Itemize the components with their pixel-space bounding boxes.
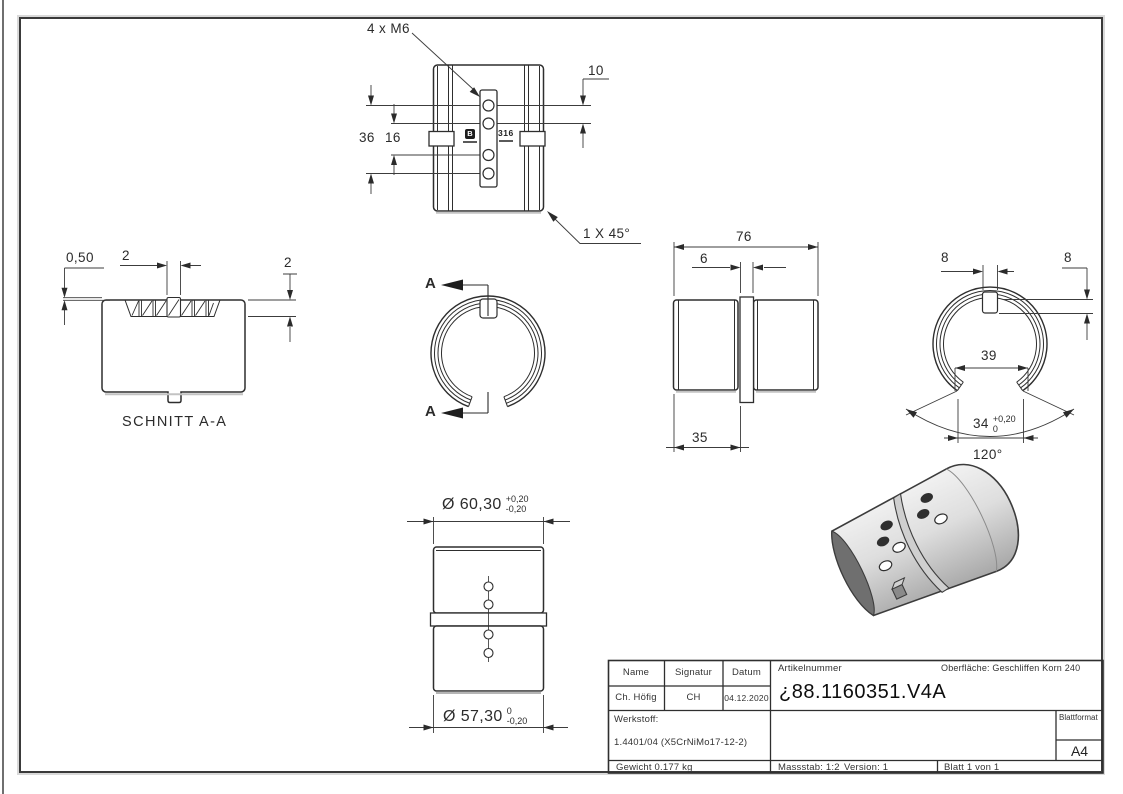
- tol-upper: 0: [506, 706, 512, 716]
- window-edge-line: [2, 0, 4, 794]
- side-view: [666, 242, 819, 452]
- ring-dims-view: [905, 265, 1093, 443]
- dim-rib-width: 6: [700, 251, 708, 266]
- steel-grade-mark: 316: [498, 127, 514, 142]
- dim-outer-diameter-value: Ø 60,30: [442, 496, 502, 513]
- dim-opening-angle: 120°: [973, 447, 1003, 462]
- titleblock-article-label: Artikelnummer: [778, 663, 842, 674]
- dim-hole-pitch: 10: [588, 63, 604, 78]
- titleblock-format-value: A4: [1070, 743, 1089, 759]
- titleblock-material: 1.4401/04 (X5CrNiMo17-12-2): [614, 737, 748, 748]
- titleblock-article-number: ¿88.1160351.V4A: [779, 681, 947, 703]
- tol-upper: +0,20: [992, 414, 1016, 424]
- titleblock-date: 04.12.2020: [724, 693, 769, 703]
- section-title: SCHNITT A-A: [122, 414, 228, 430]
- tol-upper: +0,20: [505, 494, 529, 504]
- hole-callout-label: 4 x M6: [367, 21, 410, 36]
- brand-mark-letter: B: [465, 129, 475, 139]
- titleblock-header-date: Datum: [732, 667, 761, 678]
- brand-mark: B: [463, 127, 477, 143]
- cut-label-bottom: A: [425, 403, 437, 420]
- titleblock-header-name: Name: [622, 667, 650, 678]
- dim-opening-outer: 39: [981, 348, 997, 363]
- titleblock-weight: Gewicht 0.177 kg: [616, 762, 693, 773]
- titleblock-header-signature: Signatur: [675, 667, 712, 678]
- tol-lower: -0,20: [505, 503, 527, 514]
- iso-3d-view: [831, 463, 1020, 617]
- tol-lower: -0,20: [506, 715, 528, 726]
- titleblock-scale: Massstab: 1:2: [778, 762, 840, 773]
- titleblock-author-name: Ch. Höfig: [615, 692, 657, 703]
- section-view: [61, 261, 297, 404]
- titleblock-format-label: Blattformat: [1059, 713, 1098, 722]
- dim-inner-diameter-tolerance: 0-0,20: [506, 706, 528, 726]
- dim-inner-diameter-value: Ø 57,30: [443, 708, 503, 725]
- dim-notch-depth: 8: [1064, 250, 1072, 265]
- title-block-grid: [607, 659, 1104, 774]
- dim-outer-diameter-tolerance: +0,20-0,20: [505, 494, 529, 514]
- dim-outer-diameter: Ø 60,30+0,20-0,20: [442, 494, 529, 514]
- titleblock-author-signature: CH: [686, 692, 701, 703]
- dim-half-length: 35: [692, 430, 708, 445]
- dim-slot-width: 2: [122, 248, 130, 263]
- bottom-dim-view: [407, 517, 570, 733]
- cut-label-top: A: [425, 275, 437, 292]
- dim-wall-thickness: 0,50: [66, 250, 94, 265]
- tol-lower: 0: [992, 423, 998, 434]
- brand-mark-subtext-bar: [463, 140, 477, 143]
- dim-total-length: 76: [736, 229, 752, 244]
- titleblock-version: Version: 1: [844, 762, 889, 773]
- dim-notch-width: 8: [941, 250, 949, 265]
- chamfer-note: 1 X 45°: [583, 226, 631, 241]
- steel-grade-text: 316: [498, 128, 514, 138]
- titleblock-sheet: Blatt 1 von 1: [944, 762, 1000, 773]
- steel-grade-subtext-bar: [498, 139, 513, 142]
- drawing-border-frame: [19, 17, 1103, 773]
- titleblock-surface: Oberfläche: Geschliffen Korn 240: [941, 663, 1081, 673]
- cut-ring-view: [430, 279, 546, 419]
- front-view: [366, 32, 641, 244]
- dim-opening-inner-value: 34: [973, 416, 989, 431]
- titleblock-material-label: Werkstoff:: [614, 714, 659, 725]
- dim-span-outer: 36: [359, 130, 375, 145]
- dim-span-inner: 16: [385, 130, 401, 145]
- dim-channel-depth: 2: [284, 255, 292, 270]
